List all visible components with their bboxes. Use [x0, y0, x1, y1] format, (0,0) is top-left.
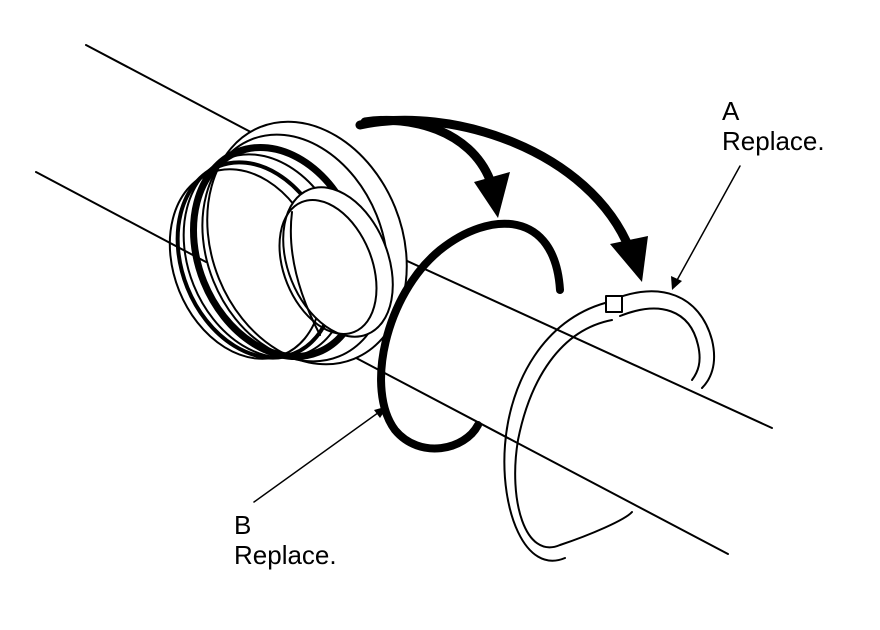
arrowheads — [474, 172, 648, 282]
leader-lines — [253, 165, 741, 503]
callout-a-letter: A — [722, 96, 740, 126]
callout-a: A Replace. — [722, 96, 825, 156]
bearing-hub — [168, 120, 408, 366]
rotation-arrows — [355, 115, 635, 255]
callout-b-text: Replace. — [234, 540, 337, 570]
seal-ring-b — [377, 219, 564, 453]
seal-ring-a — [503, 290, 716, 562]
callout-b-letter: B — [234, 510, 252, 540]
callout-a-text: Replace. — [722, 126, 825, 156]
callout-b: B Replace. — [234, 510, 337, 570]
